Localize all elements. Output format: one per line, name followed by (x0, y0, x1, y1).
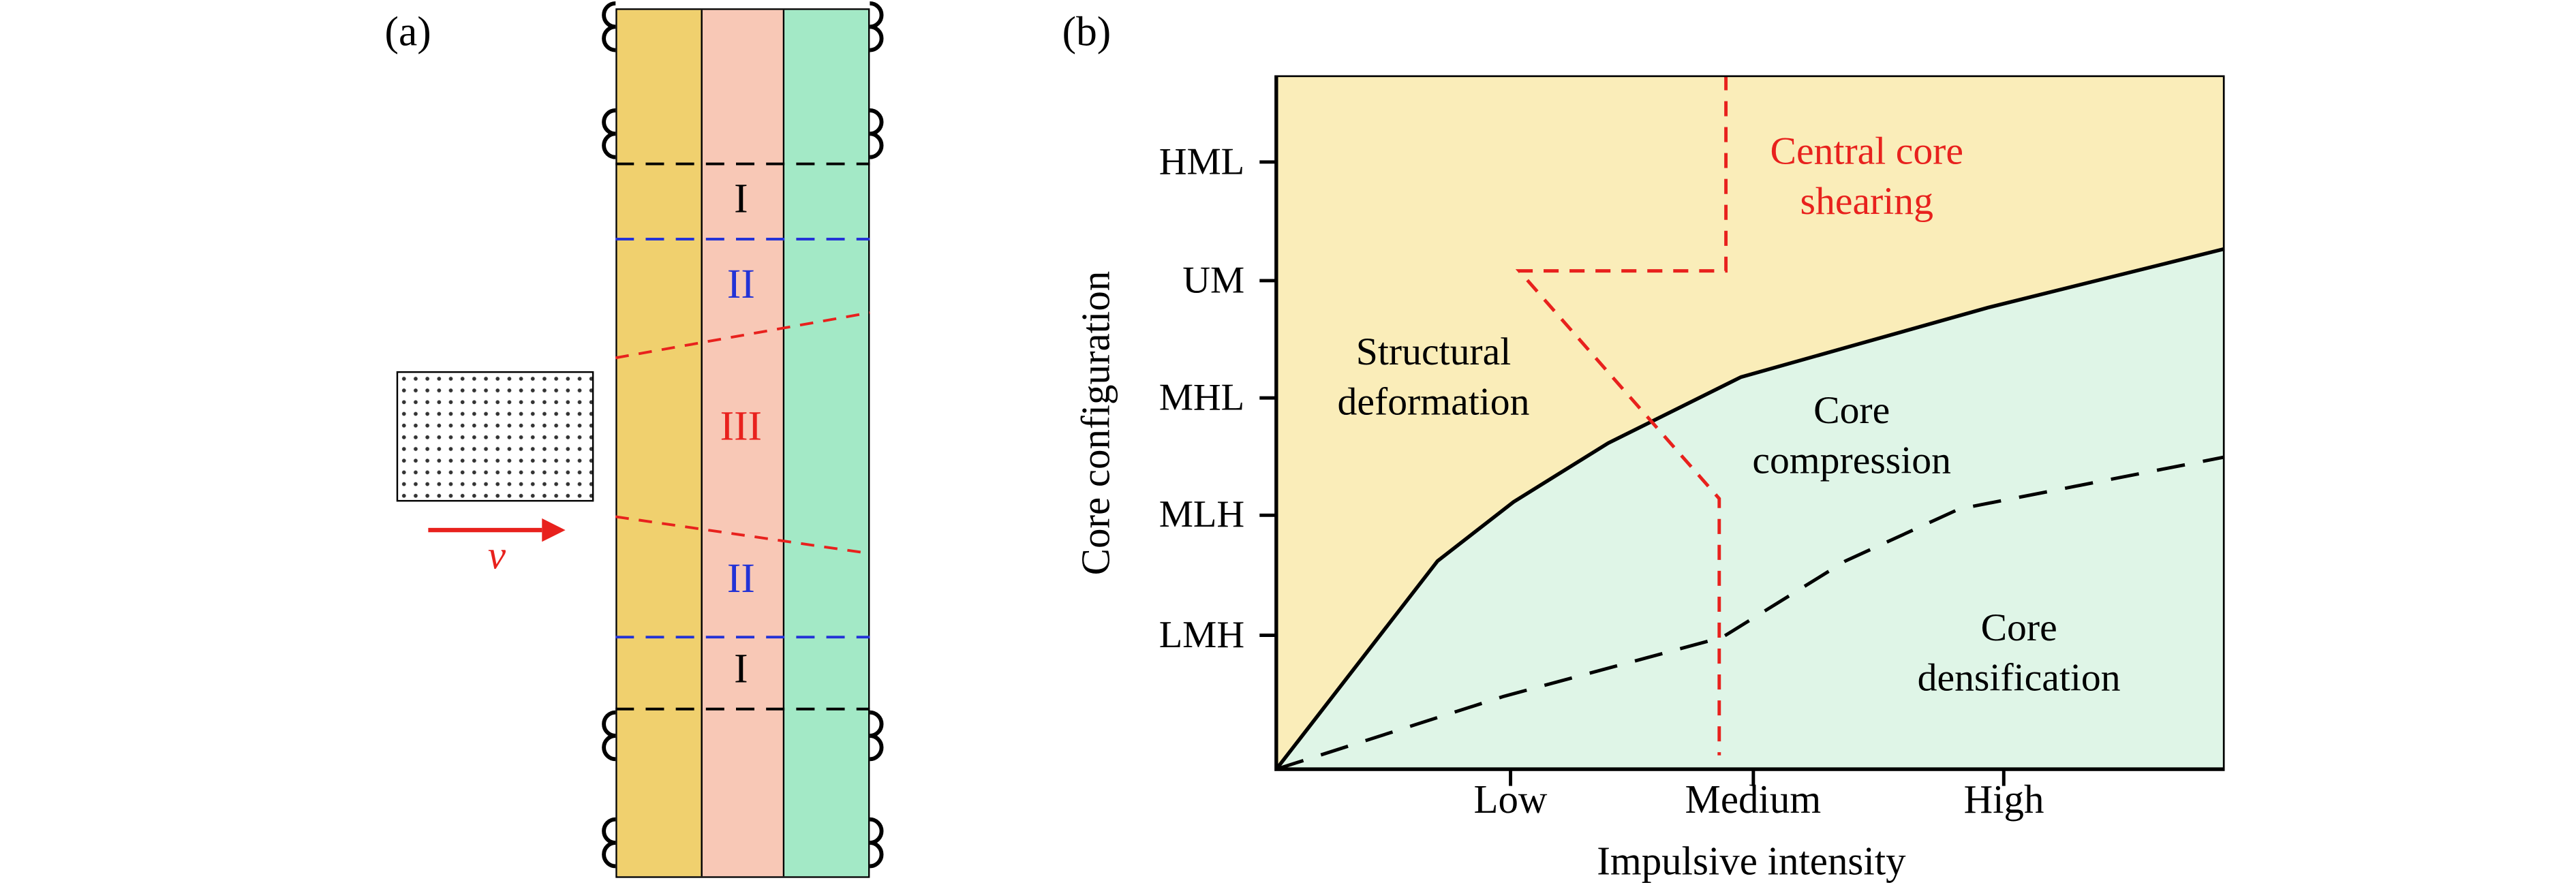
panel-a-overlay (602, 1, 884, 869)
velocity-arrow-icon (428, 518, 566, 542)
x-tick-label-high: High (1963, 779, 2044, 823)
region-label-line: Core (1980, 606, 2057, 651)
pin-support-icon (602, 1, 616, 52)
y-tick-label-MHL: MHL (1159, 376, 1245, 418)
region-label-structural-deformation: Structural deformation (1266, 328, 1601, 428)
velocity-arrow-head (542, 518, 566, 542)
zone-line-red-bottom (615, 515, 870, 555)
x-axis-title: Impulsive intensity (1597, 841, 1906, 885)
region-structural-deformation-fill (1276, 75, 2225, 770)
compression-densification-boundary-line (1276, 455, 2225, 771)
zone-label-II-top: II (726, 262, 755, 308)
x-tick-label-medium: Medium (1685, 779, 1822, 823)
plot-frame (1274, 75, 2225, 771)
annotation-line: Central core (1770, 130, 1963, 174)
impactor-block (396, 371, 594, 502)
pin-support-icon (602, 108, 616, 159)
phase-diagram-plot (1259, 75, 2225, 786)
annotation-central-core-shearing: Central core shearing (1700, 127, 2034, 228)
zone-label-II-bottom: II (726, 557, 755, 602)
zone-line-red-top (615, 311, 870, 360)
pin-support-icon (602, 817, 616, 869)
pin-support-icon (870, 817, 884, 869)
zone-label-I-top: I (734, 177, 748, 223)
y-tick-label-MLH: MLH (1159, 493, 1245, 535)
pin-support-icon (602, 710, 616, 762)
zone-label-III: III (720, 404, 763, 450)
velocity-label: v (487, 535, 506, 579)
y-tick-label-HML: HML (1159, 140, 1245, 183)
core-layer (701, 10, 785, 877)
panel-a-label: (a) (384, 10, 431, 55)
front-face-layer (617, 10, 701, 877)
zone-label-I-bottom: I (734, 647, 748, 693)
central-core-shearing-boundary-line (1515, 75, 1728, 756)
region-label-line: Core (1813, 389, 1890, 433)
annotation-line: shearing (1800, 181, 1933, 224)
structural-core-boundary-line (1274, 247, 2225, 771)
region-label-line: compression (1752, 439, 1951, 484)
x-tick-label-low: Low (1473, 779, 1548, 823)
pin-support-icon (870, 108, 884, 159)
region-label-line: densification (1917, 657, 2121, 701)
region-label-core-compression: Core compression (1685, 386, 2019, 486)
panel-b-label: (b) (1062, 10, 1111, 55)
y-tick-label-LMH: LMH (1159, 613, 1245, 656)
back-face-layer (784, 10, 868, 877)
region-label-core-densification: Core densification (1852, 604, 2186, 704)
y-tick-label-UM: UM (1182, 259, 1245, 301)
pin-support-icon (870, 710, 884, 762)
region-label-line: Structural (1355, 330, 1512, 375)
pin-support-icon (870, 1, 884, 52)
sandwich-panel (615, 8, 870, 878)
region-label-line: deformation (1337, 381, 1530, 425)
